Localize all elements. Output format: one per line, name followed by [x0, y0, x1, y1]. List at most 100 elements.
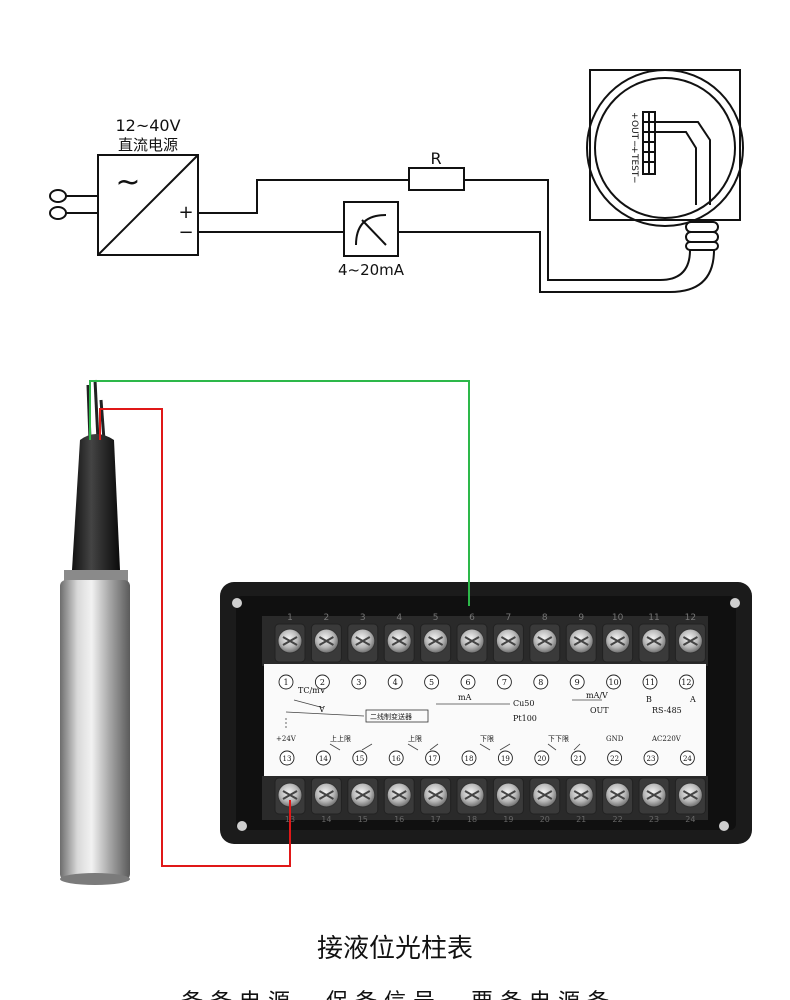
green-wire — [89, 380, 470, 606]
terminal-circle: 21 — [570, 750, 586, 766]
terminal-circle: 15 — [352, 750, 368, 766]
level-sensor-probe — [60, 379, 130, 885]
terminal-number: 14 — [321, 815, 331, 824]
terminal-screw — [638, 623, 670, 663]
svg-text:12: 12 — [681, 678, 691, 687]
svg-text:10: 10 — [609, 678, 619, 687]
svg-text:−: − — [629, 140, 639, 148]
svg-text:下下限: 下下限 — [548, 734, 569, 743]
svg-text:1: 1 — [283, 678, 288, 687]
terminal-circle: 20 — [534, 750, 550, 766]
terminal-screw — [310, 777, 342, 815]
terminal-number: 19 — [503, 815, 513, 824]
terminal-circle: 17 — [425, 750, 441, 766]
terminal-label-text: TC/mV V mA Cu50 Pt100 mA/V OUT RS-485 B … — [276, 686, 696, 751]
terminal-number: 15 — [358, 815, 368, 824]
terminal-screw — [565, 777, 597, 815]
terminal-screw — [383, 777, 415, 815]
terminal-screw — [456, 777, 488, 815]
terminal-number: 1 — [287, 613, 293, 623]
top-circuit — [49, 69, 744, 293]
terminal-label-panel — [264, 664, 706, 776]
terminal-number: 16 — [394, 815, 404, 824]
bottom-terminal-screws — [274, 777, 706, 815]
terminal-circle: 14 — [315, 750, 331, 766]
svg-text:上上限: 上上限 — [330, 734, 351, 743]
terminal-circle: 3 — [351, 674, 367, 690]
svg-text:TC/mV: TC/mV — [298, 686, 326, 695]
terminal-screw — [492, 623, 524, 663]
transmitter-head — [586, 69, 744, 293]
svg-text:16: 16 — [392, 755, 401, 763]
terminal-screw — [674, 777, 706, 815]
resistor — [408, 167, 465, 191]
power-supply-sublabel: 直流电源 — [118, 136, 178, 154]
svg-text:15: 15 — [355, 755, 364, 763]
terminal-number: 12 — [685, 613, 696, 623]
plug-icon — [49, 189, 98, 220]
power-supply-box — [97, 154, 199, 256]
terminal-circle: 4 — [387, 674, 403, 690]
svg-text:上限: 上限 — [408, 734, 422, 743]
svg-text:A: A — [689, 695, 696, 704]
svg-text:4: 4 — [393, 678, 398, 687]
terminal-screw — [529, 623, 561, 663]
svg-text:二线制变送器: 二线制变送器 — [370, 712, 412, 721]
svg-text:21: 21 — [574, 755, 583, 763]
transmitter-terminal-labels: + OUT − + TEST − — [629, 112, 639, 184]
terminal-circle: 13 — [279, 750, 295, 766]
terminal-circle: 6 — [460, 674, 476, 690]
terminal-number: 10 — [612, 613, 624, 623]
svg-text:3: 3 — [356, 678, 361, 687]
terminal-screw — [529, 777, 561, 815]
svg-text:mA/V: mA/V — [586, 691, 608, 700]
svg-text:Cu50: Cu50 — [513, 699, 534, 708]
terminal-number: 2 — [324, 613, 330, 623]
svg-text:Pt100: Pt100 — [513, 714, 537, 723]
terminal-circle: 16 — [388, 750, 404, 766]
terminal-number: 4 — [396, 613, 402, 623]
terminal-screw — [274, 777, 306, 815]
terminal-circle: 9 — [569, 674, 585, 690]
terminal-circle: 5 — [424, 674, 440, 690]
terminal-screw — [420, 623, 452, 663]
terminal-screw — [420, 777, 452, 815]
terminal-number: 21 — [576, 815, 586, 824]
terminal-screw — [565, 623, 597, 663]
terminal-number: 8 — [542, 613, 548, 623]
svg-text:OUT: OUT — [590, 706, 609, 715]
terminal-circle: 12 — [678, 674, 694, 690]
plus-label: + — [178, 202, 193, 223]
terminal-screw — [456, 623, 488, 663]
red-wire — [99, 408, 291, 867]
meter-label: 4~20mA — [338, 261, 405, 279]
svg-text:8: 8 — [538, 678, 543, 687]
svg-text:下限: 下限 — [480, 734, 494, 743]
svg-text:13: 13 — [283, 755, 292, 763]
terminal-screw — [310, 623, 342, 663]
terminal-number: 7 — [506, 613, 512, 623]
terminal-number: 6 — [469, 613, 475, 623]
svg-text:22: 22 — [610, 755, 619, 763]
terminal-number: 18 — [467, 815, 477, 824]
terminal-circle: 11 — [642, 674, 658, 690]
terminal-circle: 24 — [679, 750, 695, 766]
terminal-circle: 23 — [643, 750, 659, 766]
terminal-screw — [492, 777, 524, 815]
terminal-screw — [638, 777, 670, 815]
terminal-screw — [347, 777, 379, 815]
terminal-number: 24 — [685, 815, 695, 824]
svg-text:9: 9 — [575, 678, 580, 687]
svg-text:23: 23 — [647, 755, 656, 763]
terminal-screw — [347, 623, 379, 663]
top-terminal-screws — [274, 623, 706, 663]
terminal-number: 11 — [648, 613, 659, 623]
terminal-circle: 19 — [497, 750, 513, 766]
svg-text:B: B — [646, 695, 652, 704]
svg-text:6: 6 — [465, 678, 470, 687]
terminal-number: 3 — [360, 613, 366, 623]
terminal-circle: 10 — [606, 674, 622, 690]
svg-text:7: 7 — [502, 678, 507, 687]
